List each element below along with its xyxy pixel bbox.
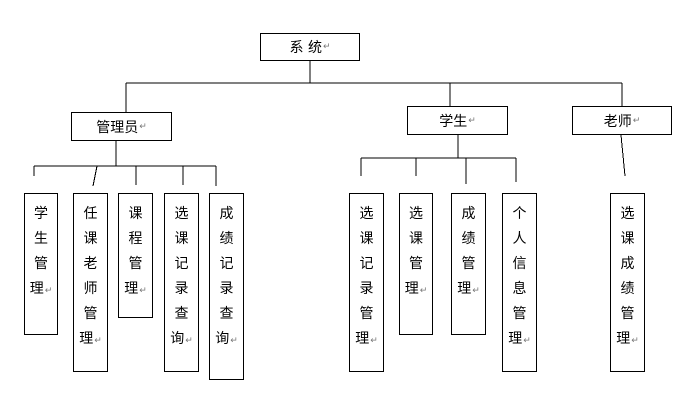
module-node: 成绩记录查询↵ <box>209 193 244 380</box>
module-char: 绩 <box>620 281 635 297</box>
paragraph-mark: ↵ <box>44 286 53 296</box>
module-char: 管 <box>83 306 98 322</box>
module-char: 查 <box>174 306 189 322</box>
module-char: 选 <box>409 206 423 222</box>
module-char: 绩 <box>219 231 234 247</box>
paragraph-mark: ↵ <box>468 115 476 126</box>
paragraph-mark: ↵ <box>139 121 147 132</box>
module-char: 任 <box>83 206 98 222</box>
module-char: 录 <box>359 281 374 297</box>
module-char: 理↵ <box>124 281 147 297</box>
module-node: 任课老师管理↵ <box>73 193 108 372</box>
module-char: 理↵ <box>508 331 531 347</box>
module-char: 记 <box>219 256 234 272</box>
role-label: 老师 <box>603 113 632 130</box>
module-char: 人 <box>512 231 527 247</box>
module-char: 理↵ <box>457 281 480 297</box>
module-char: 管 <box>128 256 143 272</box>
module-char: 选 <box>620 206 635 222</box>
module-char: 成 <box>219 206 234 222</box>
module-char: 师 <box>83 281 98 297</box>
paragraph-mark: ↵ <box>139 286 147 296</box>
module-char: 选 <box>359 206 374 222</box>
paragraph-mark: ↵ <box>523 336 531 346</box>
role-node-admin: 管理员↵ <box>71 112 172 141</box>
module-char: 课 <box>83 231 98 247</box>
module-char: 管 <box>409 256 423 272</box>
module-char: 询↵ <box>170 331 193 347</box>
role-label: 管理员 <box>96 119 139 136</box>
module-char: 程 <box>128 231 143 247</box>
root-node: 系 统↵ <box>260 33 360 61</box>
module-char: 生 <box>34 231 48 247</box>
module-char: 课 <box>409 231 423 247</box>
root-label: 系 统 <box>289 40 322 56</box>
module-char: 管 <box>359 306 374 322</box>
module-char: 成 <box>461 206 476 222</box>
module-node: 课程管理↵ <box>118 193 153 318</box>
module-char: 成 <box>620 256 635 272</box>
module-char: 理↵ <box>29 281 53 297</box>
module-node: 选课成绩管理↵ <box>610 193 645 372</box>
module-char: 管 <box>620 306 635 322</box>
module-char: 管 <box>34 256 48 272</box>
paragraph-mark: ↵ <box>632 115 641 126</box>
paragraph-mark: ↵ <box>94 336 102 346</box>
module-char: 课 <box>620 231 635 247</box>
paragraph-mark: ↵ <box>631 336 639 346</box>
module-char: 理↵ <box>355 331 378 347</box>
module-char: 记 <box>174 256 189 272</box>
module-char: 管 <box>461 256 476 272</box>
module-char: 记 <box>359 256 374 272</box>
module-char: 老 <box>83 256 98 272</box>
role-node-student: 学生↵ <box>407 106 508 135</box>
module-char: 理↵ <box>404 281 428 297</box>
module-char: 理↵ <box>616 331 639 347</box>
module-node: 选课记录查询↵ <box>164 193 199 372</box>
module-char: 录 <box>174 281 189 297</box>
paragraph-mark: ↵ <box>185 336 193 346</box>
paragraph-mark: ↵ <box>322 42 331 52</box>
module-node: 选课记录管理↵ <box>349 193 384 372</box>
module-char: 息 <box>512 281 527 297</box>
module-char: 询↵ <box>215 331 238 347</box>
paragraph-mark: ↵ <box>230 336 238 346</box>
module-char: 理↵ <box>79 331 102 347</box>
paragraph-mark: ↵ <box>370 336 378 346</box>
module-char: 课 <box>174 231 189 247</box>
module-char: 信 <box>512 256 527 272</box>
paragraph-mark: ↵ <box>472 286 480 296</box>
module-node: 成绩管理↵ <box>451 193 486 335</box>
role-label: 学生 <box>439 113 468 130</box>
paragraph-mark: ↵ <box>419 286 428 296</box>
module-char: 学 <box>34 206 48 222</box>
module-node: 学生管理↵ <box>24 193 58 335</box>
module-node: 选课管理↵ <box>399 193 433 335</box>
module-char: 选 <box>174 206 189 222</box>
module-char: 课 <box>128 206 143 222</box>
module-node: 个人信息管理↵ <box>502 193 537 372</box>
module-char: 个 <box>512 206 527 222</box>
module-char: 录 <box>219 281 234 297</box>
module-char: 绩 <box>461 231 476 247</box>
role-node-teacher: 老师↵ <box>572 106 672 135</box>
module-char: 查 <box>219 306 234 322</box>
module-char: 管 <box>512 306 527 322</box>
module-char: 课 <box>359 231 374 247</box>
